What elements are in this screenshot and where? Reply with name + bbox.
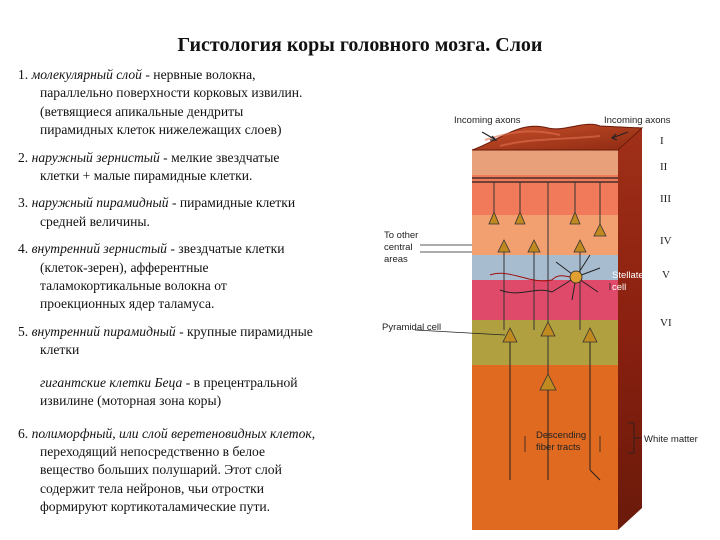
layer-I-band [472,150,618,175]
layer-IV-band [472,255,618,280]
incoming-axons-left-label: Incoming axons [454,115,521,126]
to-other-areas-label-2: central [384,242,413,253]
layer-VI-upper-band [472,320,618,365]
stellate-cell-label-1: Stellate [612,270,644,281]
layer-numeral-II: II [660,161,668,173]
pyramidal-cell-label: Pyramidal cell [382,322,441,333]
layer-numeral-IV: IV [660,235,672,247]
descending-fiber-tracts-label-2: fiber tracts [536,442,581,453]
to-other-areas-label-3: areas [384,254,408,265]
stellate-cell-label-2: cell [612,282,626,293]
incoming-axons-right-label: Incoming axons [604,115,671,126]
descending-fiber-tracts-label-1: Descending [536,430,586,441]
to-other-areas-label-1: To other [384,230,418,241]
layer-numeral-V: V [662,269,670,281]
white-matter-label: White matter [644,434,698,445]
layer-V-band [472,280,618,320]
block-side-face [618,128,642,530]
layer-numeral-III: III [660,193,671,205]
layer-numeral-I: I [660,135,664,147]
layer-numeral-VI: VI [660,317,672,329]
